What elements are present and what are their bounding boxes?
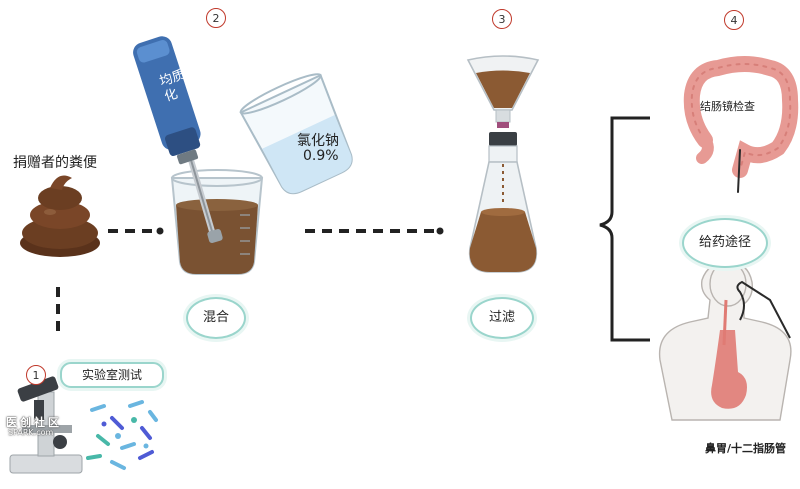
saline-beaker-icon <box>239 73 353 195</box>
filter-pill: 过滤 <box>470 297 534 339</box>
mix-pill: 混合 <box>186 297 246 339</box>
colonoscopy-label: 结肠镜检查 <box>700 100 755 113</box>
step-number-1: 1 <box>26 365 46 385</box>
lab-test-pill: 实验室测试 <box>60 362 164 388</box>
microscope-icon <box>9 376 83 474</box>
route-pill: 给药途径 <box>682 218 768 268</box>
nasogastric-label: 鼻胃/十二指肠管 <box>705 442 787 455</box>
saline-name-label: 氯化钠 <box>297 133 339 149</box>
step-number-4: 4 <box>724 10 744 30</box>
route-label: 给药途径 <box>698 235 751 250</box>
mix-label: 混合 <box>202 310 229 325</box>
step-number-2: 2 <box>206 8 226 28</box>
mixing-beaker-icon <box>170 169 264 275</box>
stool-pile-icon <box>20 175 100 257</box>
lab-test-label: 实验室测试 <box>81 368 142 382</box>
step-number-3: 3 <box>492 9 512 29</box>
bacteria-cluster-icon <box>86 400 158 470</box>
watermark-url: SPARK.com <box>8 428 54 437</box>
filter-label: 过滤 <box>488 310 515 325</box>
filter-flask-icon <box>466 55 540 273</box>
torso-ng-tube-icon <box>658 261 792 421</box>
saline-concentration-label: 0.9% <box>303 148 339 164</box>
colon-icon <box>683 56 799 193</box>
donor-stool-label: 捐赠者的粪便 <box>13 155 97 171</box>
homogenizer-icon <box>133 36 223 243</box>
route-bracket <box>599 116 650 342</box>
watermark-title: 医创社区 <box>6 416 62 429</box>
